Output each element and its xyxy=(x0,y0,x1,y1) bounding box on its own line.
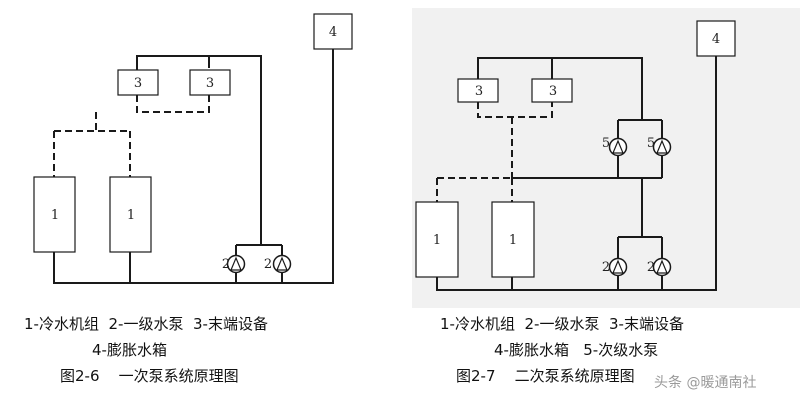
right-terminal-unit-b xyxy=(531,78,573,103)
right-figure xyxy=(436,56,717,291)
right-chiller-b xyxy=(491,201,535,278)
right-terminal-unit-a xyxy=(457,78,499,103)
left-terminal-unit-b xyxy=(189,69,231,96)
left-terminal-connectors xyxy=(136,56,210,68)
left-dashed-network xyxy=(53,95,210,177)
right-primary-pump-b xyxy=(652,257,672,277)
left-terminal-b-label: 3 xyxy=(206,76,214,91)
left-legend-line-1: 1-冷水机组 2-一级水泵 3-末端设备 xyxy=(24,315,268,333)
left-chiller-a-label: 1 xyxy=(51,208,59,223)
right-dashed-network xyxy=(436,102,553,202)
right-secondary-pump-a-label: 5 xyxy=(602,136,610,151)
right-expansion-tank xyxy=(696,20,736,57)
right-secondary-pump-a xyxy=(608,137,628,157)
left-pump-a-label: 2 xyxy=(222,257,230,272)
right-primary-pump-a xyxy=(608,257,628,277)
right-primary-pump-b-label: 2 xyxy=(647,260,655,275)
left-primary-pump-a xyxy=(226,254,246,274)
right-legend-line-1: 1-冷水机组 2-一级水泵 3-末端设备 xyxy=(440,315,684,333)
right-figure-caption: 图2-7 二次泵系统原理图 xyxy=(456,367,635,385)
left-terminal-unit-a xyxy=(117,69,159,96)
right-tank-label: 4 xyxy=(712,32,720,47)
left-chiller-b xyxy=(109,176,152,253)
left-chiller-a xyxy=(33,176,76,253)
right-chiller-b-label: 1 xyxy=(509,233,517,248)
right-primary-pump-a-label: 2 xyxy=(602,260,610,275)
right-legend-line-2: 4-膨胀水箱 5-次级水泵 xyxy=(494,341,659,359)
right-secondary-pump-b xyxy=(652,137,672,157)
left-chiller-b-label: 1 xyxy=(127,208,135,223)
left-pump-b-label: 2 xyxy=(264,257,272,272)
left-expansion-tank xyxy=(313,13,353,50)
right-return-pipe xyxy=(436,56,717,291)
right-terminal-b-label: 3 xyxy=(549,84,557,99)
left-figure-caption: 图2-6 一次泵系统原理图 xyxy=(60,367,239,385)
right-terminal-connectors xyxy=(477,58,553,79)
left-legend-line-2: 4-膨胀水箱 xyxy=(92,341,167,359)
left-terminal-a-label: 3 xyxy=(134,76,142,91)
right-chiller-a-label: 1 xyxy=(433,233,441,248)
right-chiller-a xyxy=(415,201,459,278)
watermark-text: 头条 @暖通南社 xyxy=(654,375,757,391)
left-primary-pump-b xyxy=(272,254,292,274)
right-secondary-pump-b-label: 5 xyxy=(647,136,655,151)
left-chiller-legs xyxy=(53,252,131,283)
right-terminal-a-label: 3 xyxy=(475,84,483,99)
left-tank-label: 4 xyxy=(329,25,337,40)
